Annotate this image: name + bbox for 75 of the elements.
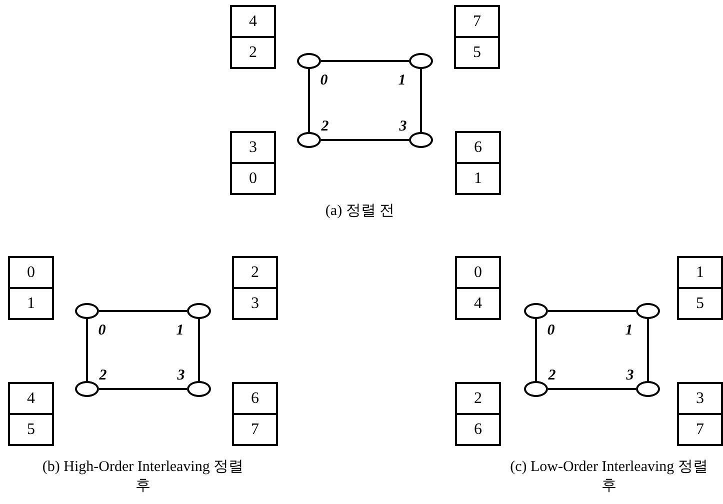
memory-module <box>230 131 276 195</box>
link-line <box>321 60 409 62</box>
memory-module <box>455 382 501 446</box>
memory-cell: 7 <box>679 413 721 444</box>
link-line <box>99 310 187 312</box>
node-ellipse <box>636 303 660 319</box>
node-ellipse <box>636 381 660 397</box>
memory-cell: 1 <box>457 162 499 193</box>
port-number: 0 <box>547 322 555 340</box>
memory-cell: 4 <box>457 287 499 318</box>
port-number: 2 <box>99 368 107 384</box>
memory-cell: 0 <box>232 162 274 193</box>
node-ellipse <box>297 53 321 69</box>
link-line <box>198 319 200 381</box>
memory-cell-text: 3 <box>695 388 705 408</box>
memory-module <box>454 5 500 69</box>
memory-cell: 5 <box>456 36 498 67</box>
memory-cell-text: 0 <box>26 262 36 282</box>
memory-cell-text: 4 <box>248 12 258 32</box>
link-line <box>647 319 649 381</box>
memory-module <box>455 131 501 195</box>
memory-cell-text: 6 <box>473 138 483 158</box>
link-line <box>548 310 636 312</box>
memory-module <box>455 256 501 320</box>
link-line <box>308 69 310 132</box>
link-line <box>321 139 409 141</box>
node-ellipse <box>409 132 433 148</box>
port-number: 0 <box>320 72 328 90</box>
memory-cell-text: 3 <box>248 138 258 158</box>
memory-cell: 5 <box>679 287 721 318</box>
memory-cell-text: 1 <box>695 262 705 282</box>
link-line <box>548 388 636 390</box>
link-line <box>99 388 187 390</box>
node-ellipse <box>524 303 548 319</box>
node-ellipse <box>187 381 211 397</box>
memory-cell: 7 <box>234 413 276 444</box>
port-number: 2 <box>321 118 329 136</box>
memory-module <box>230 5 276 69</box>
port-number: 3 <box>177 368 185 384</box>
caption: (c) Low-Order Interleaving 정렬 후 <box>509 458 709 496</box>
memory-module <box>677 382 723 446</box>
link-line <box>420 69 422 132</box>
memory-cell: 2 <box>232 36 274 67</box>
port-number: 3 <box>399 118 407 136</box>
port-number: 0 <box>98 322 106 340</box>
port-number: 1 <box>176 322 184 340</box>
link-line <box>535 319 537 381</box>
memory-cell: 5 <box>10 413 52 444</box>
memory-module <box>677 256 723 320</box>
caption: (a) 정렬 전 <box>324 202 396 221</box>
node-ellipse <box>75 381 99 397</box>
memory-cell-text: 4 <box>26 388 36 408</box>
memory-cell-text: 2 <box>473 388 483 408</box>
memory-cell: 1 <box>10 287 52 318</box>
memory-module <box>8 256 54 320</box>
port-number: 1 <box>625 322 633 340</box>
node-ellipse <box>297 132 321 148</box>
memory-cell: 3 <box>234 287 276 318</box>
port-number: 1 <box>398 72 406 90</box>
node-ellipse <box>524 381 548 397</box>
node-ellipse <box>409 53 433 69</box>
node-ellipse <box>75 303 99 319</box>
memory-module <box>232 256 278 320</box>
memory-cell-text: 6 <box>250 388 260 408</box>
memory-cell-text: 0 <box>473 262 483 282</box>
caption: (b) High-Order Interleaving 정렬 후 <box>41 458 245 496</box>
port-number: 3 <box>626 368 634 384</box>
node-ellipse <box>187 303 211 319</box>
port-number: 2 <box>548 368 556 384</box>
link-line <box>86 319 88 381</box>
memory-cell-text: 7 <box>472 12 482 32</box>
memory-module <box>8 382 54 446</box>
memory-cell: 6 <box>457 413 499 444</box>
memory-cell-text: 2 <box>250 262 260 282</box>
memory-module <box>232 382 278 446</box>
